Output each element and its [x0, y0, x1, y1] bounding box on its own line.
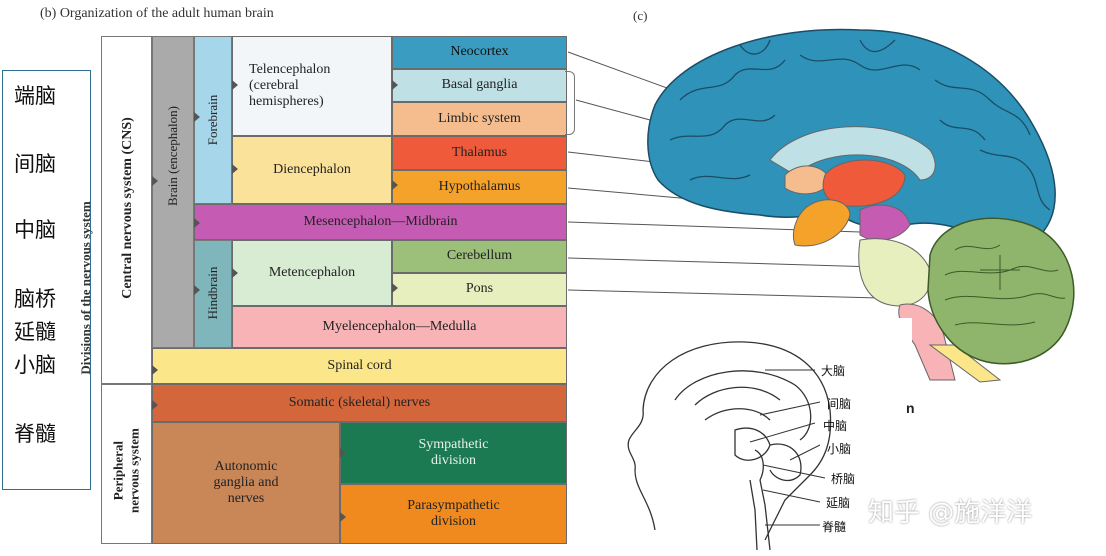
notch-icon [152, 176, 158, 186]
autonomic-text: Autonomic ganglia and nerves [213, 458, 279, 507]
peripheral-label-line2: nervous system [126, 428, 141, 514]
notch-icon [232, 268, 238, 278]
cn-label-jisui: 脊髓 [14, 422, 56, 446]
watermark: 知乎 @施洋洋 [868, 498, 1033, 528]
metencephalon-text: Metencephalon [268, 264, 356, 280]
cerebellum-cell: Cerebellum [392, 240, 567, 273]
peripheral-column [101, 384, 152, 544]
forebrain-column [194, 36, 232, 204]
spinal-cord-cell: Spinal cord [152, 348, 567, 384]
metencephalon-cell: Metencephalon [232, 240, 392, 306]
telencephalon-text: Telencephalon (cerebral hemispheres) [249, 61, 331, 110]
pons-cell: Pons [392, 273, 567, 306]
brain-label: Brain (encephalon) [165, 106, 180, 206]
notch-icon [152, 365, 158, 375]
diencephalon-text: Diencephalon [273, 161, 351, 177]
chinese-labels-box [2, 70, 91, 490]
sketch-label-jiannao: 间脑 [827, 397, 852, 411]
cn-label-jiannao: 间脑 [14, 152, 56, 176]
notch-icon [340, 448, 346, 458]
sketch-label-danao: 大脑 [821, 364, 846, 378]
sketch-panel [582, 318, 912, 556]
notch-icon [392, 283, 398, 293]
pons-text: Pons [465, 281, 494, 297]
cn-label-zhongnao: 中脑 [14, 218, 56, 242]
thalamus-cell: Thalamus [392, 136, 567, 170]
basal-ganglia-cell: Basal ganglia [392, 69, 567, 102]
sketch-label-zhongnao: 中脑 [823, 419, 848, 433]
parasympathetic-cell: Parasympathetic division [340, 484, 567, 544]
hypothalamus-text: Hypothalamus [438, 178, 521, 194]
notch-icon [392, 180, 398, 190]
somatic-cell: Somatic (skeletal) nerves [152, 384, 567, 422]
brain-illustration [567, 28, 1075, 383]
notch-icon [340, 512, 346, 522]
diencephalon-cell: Diencephalon [232, 136, 392, 204]
sketch-label-qiaonao: 桥脑 [831, 472, 856, 486]
limbic-system-cell: Limbic system [392, 102, 567, 136]
cerebellum-text: Cerebellum [446, 248, 513, 264]
sketch-label-jisui: 脊髓 [822, 520, 847, 534]
cn-label-xiaonao: 小脑 [14, 353, 56, 377]
cn-label-yansui: 延髓 [14, 320, 56, 344]
notch-icon [232, 80, 238, 90]
notch-icon [194, 218, 200, 228]
cns-column [101, 36, 152, 384]
forebrain-label: Forebrain [205, 94, 220, 146]
notch-icon [152, 400, 158, 410]
peripheral-label-line1: Peripheral [110, 440, 126, 501]
parasympathetic-text: Parasympathetic division [407, 497, 500, 529]
panel-c-label: (c) [633, 8, 648, 23]
cn-label-naoqiao: 脑桥 [14, 287, 56, 311]
neocortex-cell: Neocortex [392, 36, 567, 69]
spinal-cord-text: Spinal cord [327, 357, 392, 373]
divisions-label: Divisions of the nervous system [78, 201, 93, 375]
telencephalon-cell: Telencephalon (cerebral hemispheres) [232, 36, 392, 136]
mesencephalon-cell: Mesencephalon—Midbrain [194, 204, 567, 240]
panel-b-caption: (b) Organization of the adult human brai… [40, 6, 274, 21]
sketch-label-xiaonao: 小脑 [827, 442, 852, 456]
myelencephalon-cell: Myelencephalon—Medulla [232, 306, 567, 348]
cn-label-duannao: 端脑 [14, 84, 56, 108]
sketch-label-yannao: 延脑 [826, 496, 851, 510]
thalamus-text: Thalamus [451, 144, 508, 160]
sympathetic-cell: Sympathetic division [340, 422, 567, 484]
neocortex-text: Neocortex [450, 44, 509, 60]
sympathetic-text: Sympathetic division [418, 436, 489, 468]
notch-icon [194, 285, 200, 295]
somatic-text: Somatic (skeletal) nerves [288, 394, 431, 410]
notch-icon [194, 112, 200, 122]
brain-column [152, 36, 194, 348]
notch-icon [392, 80, 398, 90]
peripheral-label: Peripheral nervous system [110, 406, 141, 536]
myelencephalon-text: Myelencephalon—Medulla [322, 318, 477, 334]
cns-label: Central nervous system (CNS) [120, 117, 135, 299]
basal-limbic-bracket [565, 71, 575, 135]
notch-icon [232, 164, 238, 174]
autonomic-cell: Autonomic ganglia and nerves [152, 422, 340, 544]
basal-ganglia-text: Basal ganglia [441, 77, 518, 93]
head-sketch [627, 341, 832, 551]
hindbrain-label: Hindbrain [205, 266, 220, 320]
limbic-system-text: Limbic system [438, 110, 521, 126]
hypothalamus-cell: Hypothalamus [392, 170, 567, 204]
mesencephalon-text: Mesencephalon—Midbrain [303, 213, 458, 229]
panel-c-partial-letter: n [906, 400, 915, 416]
